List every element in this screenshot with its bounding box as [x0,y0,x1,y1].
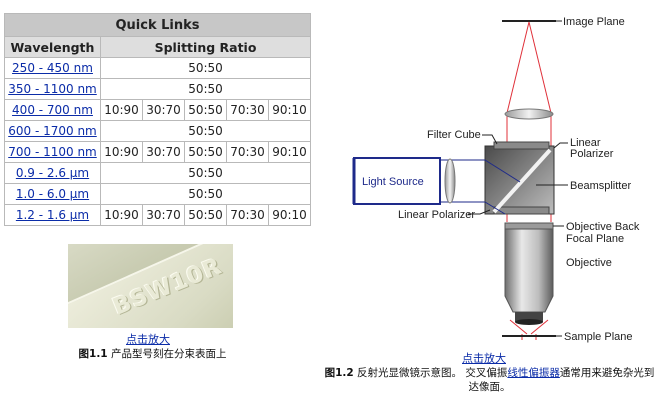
ratio-cell: 50:50 [184,204,227,226]
wavelength-cell: 600 - 1700 nm [4,120,101,142]
figure2-label: 图1.2 [324,367,354,379]
splitting-ratio-header: Splitting Ratio [100,36,311,58]
wavelength-link[interactable]: 1.2 - 1.6 µm [15,208,90,222]
linear-polarizer-top [493,141,550,150]
label-objective-back-2: Focal Plane [566,233,624,245]
enlarge-link-fig1[interactable]: 点击放大 [126,333,170,346]
ratio-cell: 10:90 [100,99,143,121]
figure2-caption-pre: 反射光显微镜示意图。 交叉偏振 [353,367,508,379]
label-filter-cube: Filter Cube [427,129,481,141]
ratio-cell: 50:50 [100,183,311,205]
table-title: Quick Links [4,13,311,37]
ratio-cell: 30:70 [142,99,185,121]
figure2-caption: 图1.2 反射光显微镜示意图。 交叉偏振线性偏振器通常用来避免杂光到达像面。 [322,366,657,394]
ratio-cell: 10:90 [100,141,143,163]
linear-polarizer-link[interactable]: 线性偏振器 [507,367,560,379]
ratio-cell: 90:10 [268,99,311,121]
ratio-cell: 50:50 [100,57,311,79]
wavelength-link[interactable]: 0.9 - 2.6 µm [15,166,90,180]
wavelength-link[interactable]: 350 - 1100 nm [8,82,97,96]
ratio-cell: 90:10 [268,204,311,226]
figure2-caption-post: 通常用来避免杂光到达像面。 [468,367,655,393]
engraved-beamsplitter-photo[interactable]: BSW10R [68,244,233,328]
wavelength-link[interactable]: 250 - 450 nm [12,61,93,75]
label-beamsplitter: Beamsplitter [570,180,631,192]
wavelength-cell: 0.9 - 2.6 µm [4,162,101,184]
ratio-cell: 70:30 [226,99,269,121]
ratio-cell: 50:50 [100,162,311,184]
label-linear-polarizer-bottom: Linear Polarizer [398,209,475,221]
ratio-cell: 90:10 [268,141,311,163]
wavelength-cell: 400 - 700 nm [4,99,101,121]
ratio-cell: 50:50 [100,78,311,100]
wavelength-cell: 1.0 - 6.0 µm [4,183,101,205]
wavelength-link[interactable]: 700 - 1100 nm [8,145,97,159]
beamsplitter-plate [492,148,552,214]
table-row: 1.0 - 6.0 µm 50:50 [4,183,311,205]
ratio-cell: 30:70 [142,204,185,226]
microscope-diagram[interactable]: Image Plane Light Source Sample Plane [340,0,657,350]
ratio-cell: 70:30 [226,204,269,226]
table-row: 0.9 - 2.6 µm 50:50 [4,162,311,184]
label-image-plane: Image Plane [563,16,625,28]
objective-back-focal-plane [504,222,554,230]
quick-links-table: Quick Links Wavelength Splitting Ratio 2… [4,13,311,226]
collector-lens [444,158,456,204]
label-light-source: Light Source [362,176,424,188]
ratio-cell: 50:50 [184,99,227,121]
objective-body [504,228,554,313]
figure1-caption: 图1.1 产品型号刻在分束表面上 [70,347,235,361]
label-sample-plane: Sample Plane [564,331,633,343]
label-linear-polarizer-2: Polarizer [570,148,614,160]
illumination-beam [440,159,521,215]
tube-lens [504,108,554,120]
objective-tip [515,312,543,322]
figure1-caption-text: 产品型号刻在分束表面上 [107,348,227,360]
label-linear-polarizer-1: Linear [570,137,601,149]
ratio-cell: 30:70 [142,141,185,163]
wavelength-cell: 250 - 450 nm [4,57,101,79]
wavelength-cell: 700 - 1100 nm [4,141,101,163]
ratio-cell: 50:50 [100,120,311,142]
wavelength-cell: 350 - 1100 nm [4,78,101,100]
table-row: 250 - 450 nm 50:50 [4,57,311,79]
ratio-cell: 10:90 [100,204,143,226]
label-objective-back-1: Objective Back [566,221,640,233]
wavelength-link[interactable]: 600 - 1700 nm [8,124,97,138]
wavelength-link[interactable]: 1.0 - 6.0 µm [15,187,90,201]
enlarge-link-fig2[interactable]: 点击放大 [462,352,506,365]
wavelength-header: Wavelength [4,36,101,58]
wavelength-cell: 1.2 - 1.6 µm [4,204,101,226]
ratio-cell: 50:50 [184,141,227,163]
linear-polarizer-bottom [493,206,550,215]
label-objective: Objective [566,257,612,269]
wavelength-link[interactable]: 400 - 700 nm [12,103,93,117]
light-source-box [353,157,441,205]
figure1-label: 图1.1 [78,348,108,360]
ratio-cell: 70:30 [226,141,269,163]
